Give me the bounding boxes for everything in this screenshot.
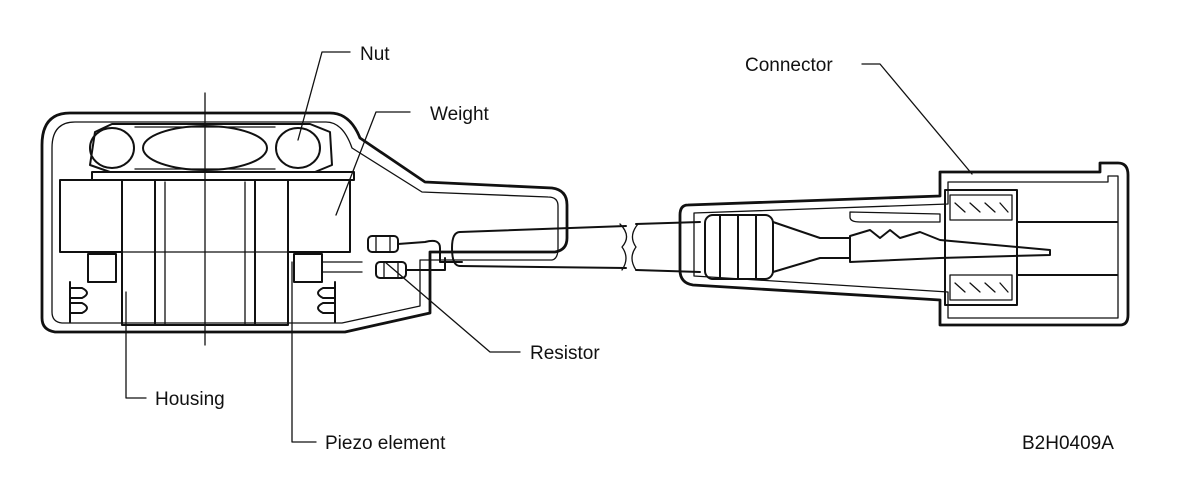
piezo-element xyxy=(87,253,363,283)
sensor-body xyxy=(40,111,569,334)
housing-sleeve xyxy=(69,179,336,326)
resistor xyxy=(367,235,463,279)
leader-weight xyxy=(335,111,411,216)
label-nut: Nut xyxy=(360,44,390,65)
weight xyxy=(59,171,355,253)
cable-right xyxy=(631,221,701,273)
leader-piezo xyxy=(291,261,317,443)
label-piezo-element: Piezo element xyxy=(325,433,446,454)
figure-code: B2H0409A xyxy=(1022,433,1114,454)
cable-left xyxy=(451,223,628,271)
leader-resistor xyxy=(384,261,521,353)
label-connector: Connector xyxy=(745,55,833,76)
leader-housing xyxy=(125,291,147,399)
leader-lines xyxy=(125,51,973,443)
label-weight: Weight xyxy=(430,104,490,125)
label-resistor: Resistor xyxy=(530,343,600,364)
nut xyxy=(89,123,333,173)
leader-nut xyxy=(297,51,351,141)
leader-connector xyxy=(861,63,973,175)
label-housing: Housing xyxy=(155,389,225,410)
connector xyxy=(678,161,1130,327)
